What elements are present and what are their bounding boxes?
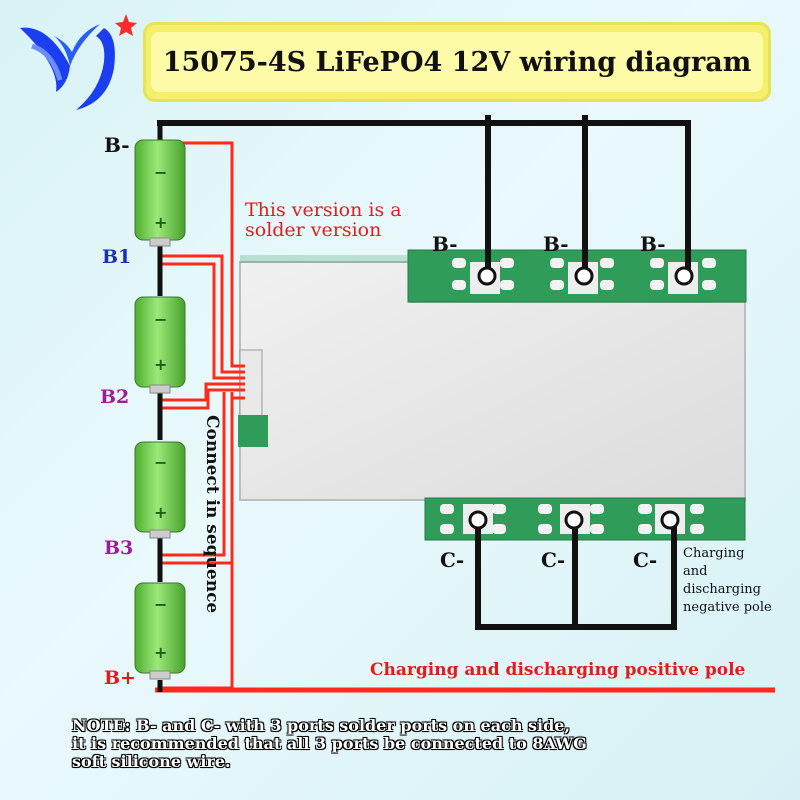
positive-pole-label: Charging and discharging positive pole (370, 660, 746, 680)
battery-4-plus: + (154, 643, 167, 662)
note-line-1: NOTE: B- and C- with 3 ports solder port… (72, 716, 571, 735)
port-b-minus-3: B- (640, 232, 666, 256)
connect-in-sequence-note: Connect in sequence (202, 415, 222, 614)
battery-3-plus: + (154, 503, 167, 522)
battery-3-minus: − (154, 453, 167, 472)
label-b2: B2 (100, 386, 130, 408)
red-wires (155, 141, 775, 693)
battery-2-minus: − (154, 310, 167, 329)
neg-note-line-4: negative pole (683, 600, 772, 615)
port-b-minus-1: B- (432, 232, 458, 256)
label-b-plus: B+ (104, 667, 136, 689)
battery-4-minus: − (154, 595, 167, 614)
neg-note-line-1: Charging (683, 546, 745, 561)
label-b1: B1 (102, 246, 132, 268)
note-line-3: soft silicone wire. (72, 752, 231, 771)
brand-logo (20, 14, 137, 110)
battery-1-minus: − (154, 163, 167, 182)
title-banner: 15075-4S LiFePO4 12V wiring diagram (143, 22, 771, 102)
solder-version-note: This version is a solder version (245, 200, 402, 240)
neg-note-line-3: discharging (683, 582, 761, 597)
port-c-minus-1: C- (440, 548, 465, 572)
port-b-minus-2: B- (543, 232, 569, 256)
negative-pole-note: Charging and discharging negative pole (683, 545, 800, 617)
note-line-2: it is recommended that all 3 ports be co… (72, 734, 587, 753)
neg-note-line-2: and (683, 564, 708, 579)
label-b3: B3 (104, 537, 134, 559)
battery-cells (134, 139, 186, 680)
note-block: NOTE: B- and C- with 3 ports solder port… (72, 717, 772, 771)
label-b-minus: B- (104, 133, 130, 157)
page-title: 15075-4S LiFePO4 12V wiring diagram (151, 32, 763, 92)
solder-note-line-1: This version is a (245, 199, 402, 221)
battery-2-plus: + (154, 355, 167, 374)
port-c-minus-3: C- (633, 548, 658, 572)
battery-1-plus: + (154, 213, 167, 232)
port-c-minus-2: C- (541, 548, 566, 572)
solder-note-line-2: solder version (245, 219, 382, 241)
black-wires (157, 115, 691, 630)
bms-board (238, 249, 747, 541)
